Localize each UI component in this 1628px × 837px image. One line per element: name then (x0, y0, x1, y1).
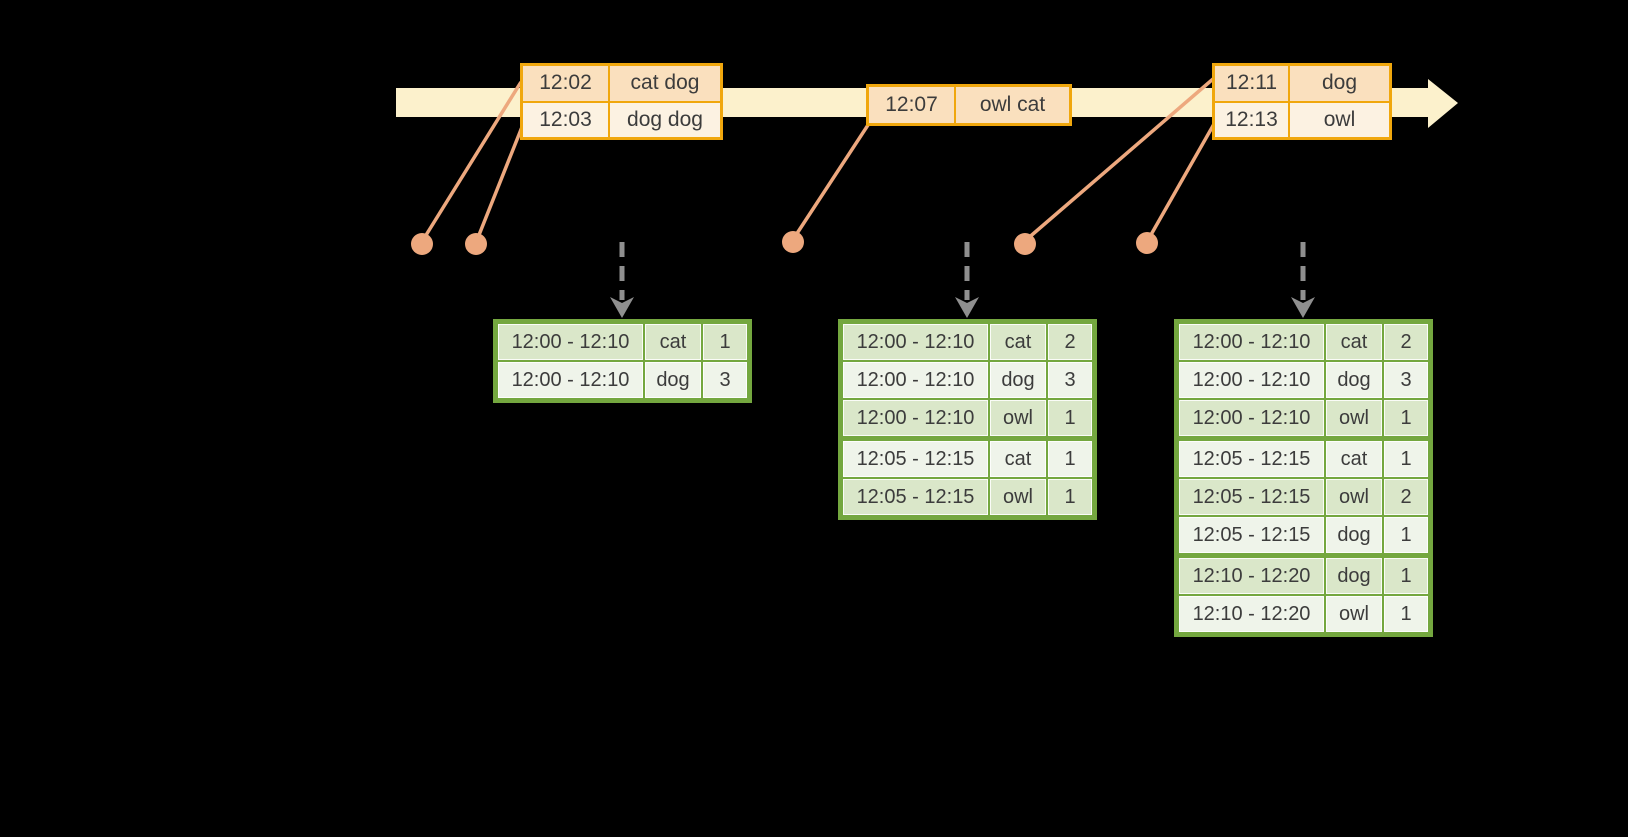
window-cell: 12:00 - 12:10 (498, 362, 643, 398)
count-cell: 1 (1384, 400, 1428, 436)
event-row: 12:11 dog (1215, 66, 1389, 101)
result-row: 12:00 - 12:10 cat 1 (498, 324, 747, 360)
result-row: 12:00 - 12:10 dog 3 (498, 362, 747, 398)
event-row: 12:02 cat dog (523, 66, 720, 101)
word-cell: owl (1326, 400, 1382, 436)
result-row: 12:05 - 12:15 dog 1 (1179, 517, 1428, 553)
event-row: 12:13 owl (1215, 102, 1389, 137)
result-row: 12:00 - 12:10 dog 3 (1179, 362, 1428, 398)
event-words: dog dog (610, 102, 720, 137)
result-row: 12:05 - 12:15 cat 1 (843, 441, 1092, 477)
event-words: cat dog (610, 66, 720, 101)
event-time: 12:02 (523, 66, 608, 101)
count-cell: 3 (1384, 362, 1428, 398)
event-row: 12:07 owl cat (869, 87, 1069, 123)
result-row: 12:00 - 12:10 dog 3 (843, 362, 1092, 398)
window-cell: 12:05 - 12:15 (1179, 441, 1324, 477)
event-row: 12:03 dog dog (523, 102, 720, 137)
word-cell: owl (990, 400, 1046, 436)
event-dot-icon (782, 231, 804, 253)
window-cell: 12:05 - 12:15 (843, 441, 988, 477)
event-words: owl (1290, 102, 1389, 137)
word-cell: cat (1326, 324, 1382, 360)
window-cell: 12:00 - 12:10 (843, 400, 988, 436)
window-cell: 12:00 - 12:10 (1179, 400, 1324, 436)
count-cell: 1 (1384, 441, 1428, 477)
connector-line (1024, 77, 1215, 242)
window-cell: 12:05 - 12:15 (843, 479, 988, 515)
event-dot-icon (465, 233, 487, 255)
window-cell: 12:05 - 12:15 (1179, 479, 1324, 515)
event-dots (411, 231, 1158, 255)
window-cell: 12:05 - 12:15 (1179, 517, 1324, 553)
result-row: 12:00 - 12:10 owl 1 (843, 400, 1092, 436)
event-dot-icon (1136, 232, 1158, 254)
window-cell: 12:00 - 12:10 (498, 324, 643, 360)
count-cell: 1 (1384, 517, 1428, 553)
timeline-arrowhead-icon (1428, 79, 1458, 128)
result-table-3: 12:00 - 12:10 cat 2 12:00 - 12:10 dog 3 … (1174, 319, 1433, 637)
event-time: 12:07 (869, 87, 954, 123)
count-cell: 1 (1384, 596, 1428, 632)
window-cell: 12:00 - 12:10 (1179, 362, 1324, 398)
event-words: dog (1290, 66, 1389, 101)
result-row: 12:00 - 12:10 cat 2 (843, 324, 1092, 360)
word-cell: cat (645, 324, 701, 360)
connector-line (792, 124, 870, 239)
word-cell: dog (645, 362, 701, 398)
trigger-arrow-icon (955, 242, 979, 318)
event-time: 12:03 (523, 102, 608, 137)
word-cell: dog (990, 362, 1046, 398)
result-table-1: 12:00 - 12:10 cat 1 12:00 - 12:10 dog 3 (493, 319, 752, 403)
result-row: 12:05 - 12:15 owl 1 (843, 479, 1092, 515)
window-cell: 12:10 - 12:20 (1179, 596, 1324, 632)
trigger-arrow-icon (1291, 242, 1315, 318)
event-table-3: 12:11 dog 12:13 owl (1212, 63, 1392, 140)
word-cell: dog (1326, 517, 1382, 553)
result-row: 12:05 - 12:15 cat 1 (1179, 441, 1428, 477)
result-row: 12:00 - 12:10 owl 1 (1179, 400, 1428, 436)
connector-line (475, 121, 526, 241)
word-cell: owl (1326, 596, 1382, 632)
count-cell: 2 (1048, 324, 1092, 360)
word-cell: dog (1326, 362, 1382, 398)
result-row: 12:10 - 12:20 owl 1 (1179, 596, 1428, 632)
count-cell: 1 (1048, 400, 1092, 436)
count-cell: 1 (1384, 558, 1428, 594)
event-words: owl cat (956, 87, 1069, 123)
result-table-2: 12:00 - 12:10 cat 2 12:00 - 12:10 dog 3 … (838, 319, 1097, 520)
event-dot-icon (1014, 233, 1036, 255)
word-cell: dog (1326, 558, 1382, 594)
count-cell: 1 (1048, 441, 1092, 477)
window-cell: 12:10 - 12:20 (1179, 558, 1324, 594)
trigger-arrows (610, 242, 1315, 318)
window-cell: 12:00 - 12:10 (1179, 324, 1324, 360)
result-row: 12:05 - 12:15 owl 2 (1179, 479, 1428, 515)
word-cell: owl (1326, 479, 1382, 515)
event-time: 12:11 (1215, 66, 1288, 101)
count-cell: 3 (1048, 362, 1092, 398)
event-connector-lines (421, 77, 1216, 242)
window-cell: 12:00 - 12:10 (843, 362, 988, 398)
connector-line (421, 81, 523, 241)
event-time: 12:13 (1215, 102, 1288, 137)
count-cell: 3 (703, 362, 747, 398)
count-cell: 1 (703, 324, 747, 360)
connector-line (1146, 123, 1216, 241)
window-cell: 12:00 - 12:10 (843, 324, 988, 360)
event-table-2: 12:07 owl cat (866, 84, 1072, 126)
word-cell: owl (990, 479, 1046, 515)
word-cell: cat (1326, 441, 1382, 477)
trigger-arrow-icon (610, 242, 634, 318)
event-dot-icon (411, 233, 433, 255)
event-table-1: 12:02 cat dog 12:03 dog dog (520, 63, 723, 140)
word-cell: cat (990, 441, 1046, 477)
word-cell: cat (990, 324, 1046, 360)
count-cell: 1 (1048, 479, 1092, 515)
result-row: 12:10 - 12:20 dog 1 (1179, 558, 1428, 594)
count-cell: 2 (1384, 479, 1428, 515)
count-cell: 2 (1384, 324, 1428, 360)
result-row: 12:00 - 12:10 cat 2 (1179, 324, 1428, 360)
